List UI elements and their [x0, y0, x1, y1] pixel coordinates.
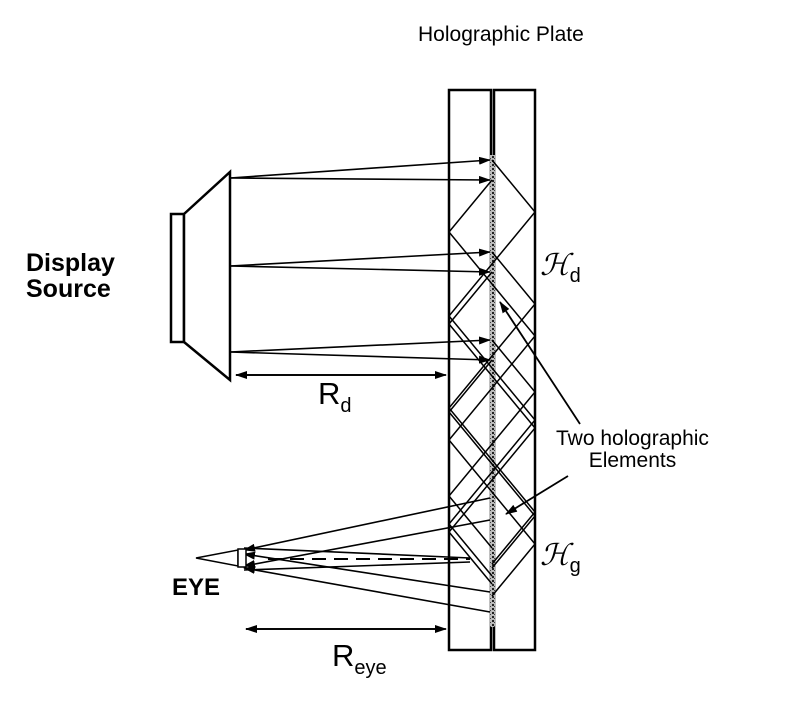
display-ray [229, 351, 491, 364]
reflection-path [448, 271, 536, 585]
reye-subscript: eye [354, 657, 387, 679]
two-holographic-line2: Elements [588, 449, 677, 473]
eye-ray [243, 497, 491, 552]
eye-rays [243, 497, 491, 613]
hg-subscript: g [569, 555, 581, 577]
holographic-element-layer [490, 155, 495, 627]
display-ray [229, 248, 491, 267]
reye-main: R [332, 638, 355, 673]
leader-lines [499, 301, 581, 515]
display-ray [229, 175, 491, 184]
eye-ray [243, 565, 491, 613]
eye-cone [195, 549, 239, 567]
rd-subscript: d [340, 395, 352, 417]
eye-label: EYE [172, 574, 221, 601]
display-source-label-line1: Display [26, 249, 115, 277]
display-ray [229, 156, 491, 179]
hd-subscript: d [569, 265, 581, 287]
reflection-path [448, 359, 536, 569]
display-source-shape [169, 169, 232, 383]
hg-symbol-label: ℋg [540, 540, 581, 577]
dimension-arrows [235, 371, 447, 633]
rd-label: Rd [318, 376, 352, 417]
two-holographic-line1: Two holographic [556, 427, 709, 450]
internal-reflections [448, 159, 536, 597]
plate-title: Holographic Plate [418, 23, 584, 46]
display-source-label-line2: Source [26, 275, 111, 304]
display-source-housing [182, 169, 232, 383]
eye-ray [243, 561, 471, 571]
display-ray [229, 265, 491, 276]
reflection-path [448, 251, 536, 565]
leader-to-hd [499, 301, 581, 425]
two-holographic-elements-label: Two holographic Elements [556, 427, 709, 473]
eye-shape [195, 548, 247, 568]
display-source-label: Display Source [26, 250, 115, 303]
eye-ray [243, 519, 491, 568]
reflection-path [448, 179, 536, 597]
rd-main: R [318, 376, 341, 411]
display-rays [229, 156, 491, 364]
display-ray [229, 336, 491, 353]
display-source-face [169, 212, 186, 344]
hg-symbol: ℋ [540, 539, 570, 572]
eye-ray [243, 551, 491, 593]
leader-to-hg [505, 475, 569, 515]
plate-right-slab [492, 88, 537, 652]
reye-label: Reye [332, 638, 387, 679]
hd-symbol: ℋ [540, 249, 570, 282]
reflection-path [448, 159, 536, 577]
reflection-path [448, 339, 536, 549]
hd-symbol-label: ℋd [540, 250, 581, 287]
eye-lens [237, 548, 247, 568]
eye-ray [243, 547, 471, 559]
